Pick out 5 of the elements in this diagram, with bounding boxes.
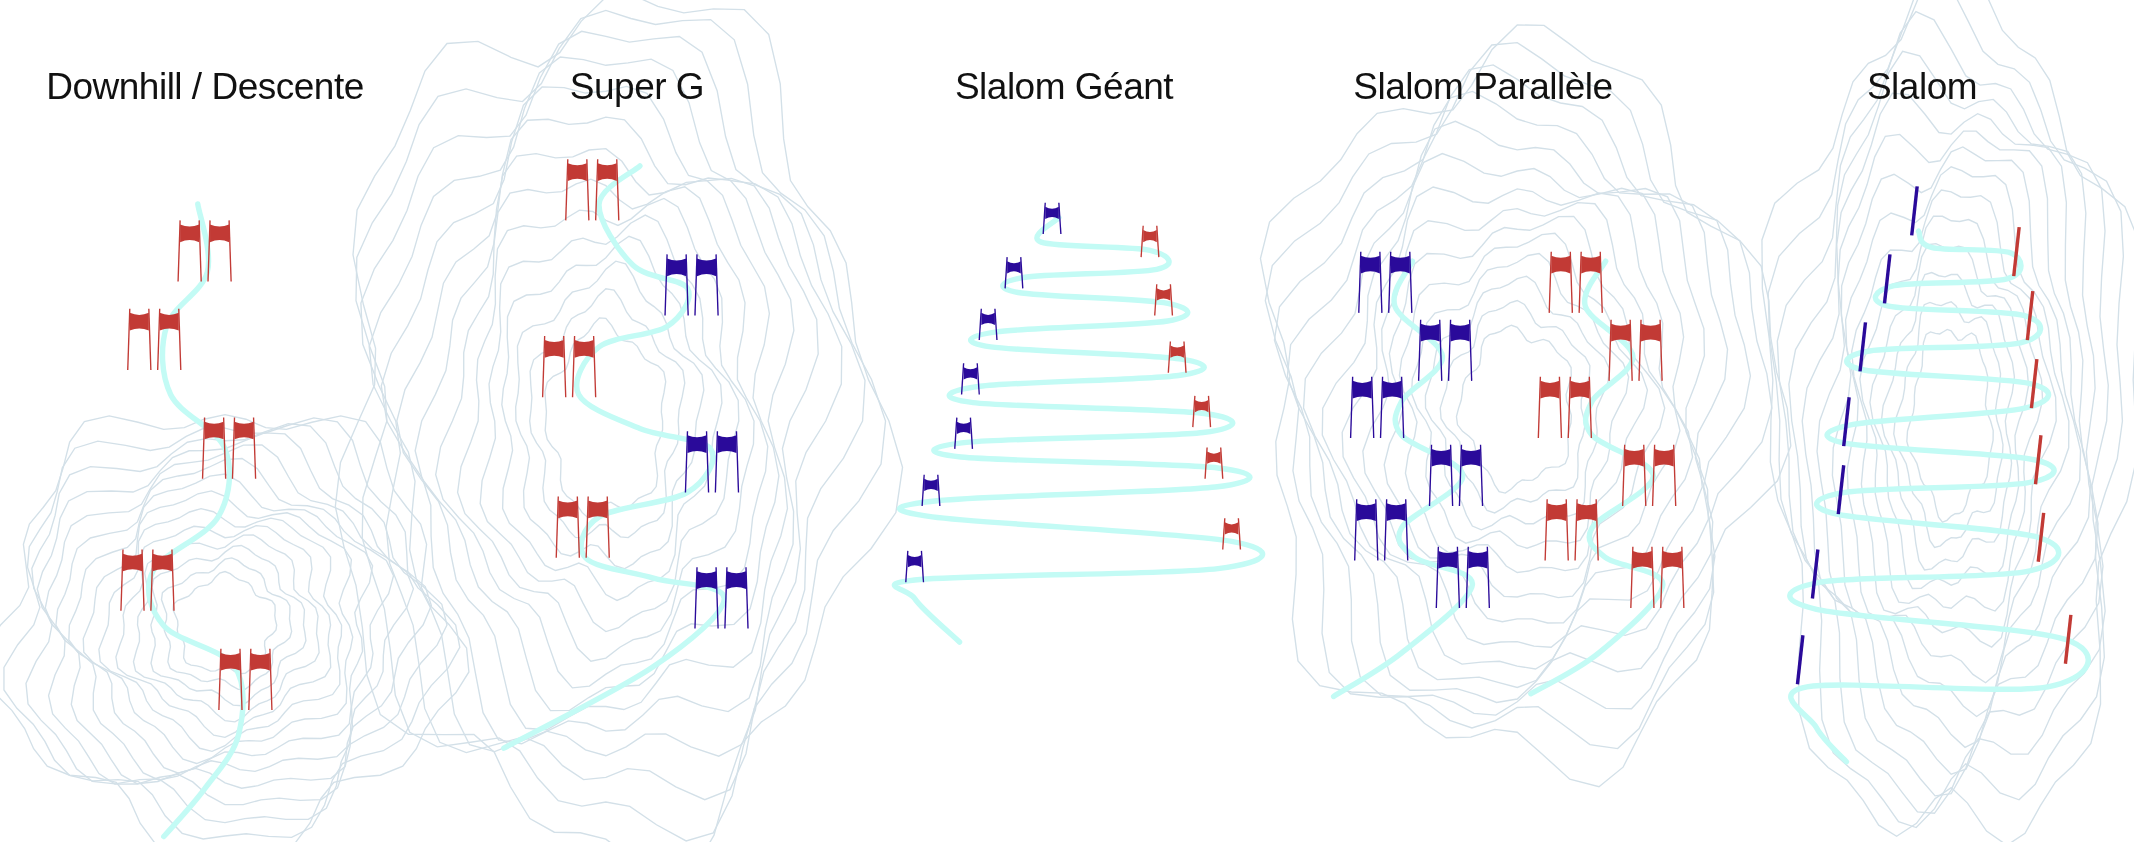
event-title: Slalom xyxy=(1866,66,1978,108)
event-title: Slalom Parallèle xyxy=(1353,66,1613,108)
event-title: Super G xyxy=(569,66,705,108)
event-title: Downhill / Descente xyxy=(46,66,364,108)
event-title: Slalom Géant xyxy=(954,66,1174,108)
